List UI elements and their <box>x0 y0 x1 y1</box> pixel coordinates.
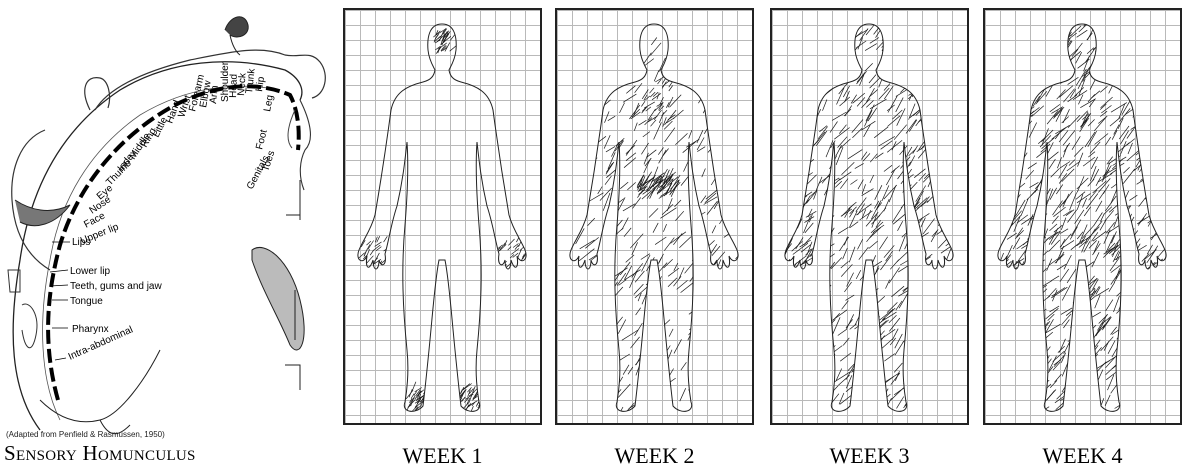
homunculus-drawing: GenitalsToesFootLegHipTrunkNeckHeadShoul… <box>0 0 340 440</box>
label-shoulder: Shoulder <box>220 61 231 102</box>
label-teeth-gums-jaw: Teeth, gums and jaw <box>70 281 162 292</box>
week-3-panel <box>770 8 969 425</box>
week-4-label: WEEK 4 <box>983 443 1182 469</box>
week-4-panel <box>983 8 1182 425</box>
body-outline <box>557 10 752 423</box>
label-lower-lip: Lower lip <box>70 266 110 277</box>
sensation-hatching <box>996 10 1180 419</box>
body-outline <box>345 10 540 423</box>
label-pharynx: Pharynx <box>72 324 109 335</box>
body-outline <box>772 10 967 423</box>
sensation-hatching <box>358 28 531 414</box>
week-2-label: WEEK 2 <box>555 443 754 469</box>
label-tongue: Tongue <box>70 296 103 307</box>
label-toes: Toes <box>260 149 277 172</box>
figure-title: Sensory Homunculus <box>4 441 196 466</box>
label-lips: Lips <box>72 237 90 248</box>
body-silhouette <box>998 24 1166 411</box>
figure-credit: (Adapted from Penfield & Rasmussen, 1950… <box>6 430 165 439</box>
label-leg: Leg <box>262 94 276 112</box>
week-1-panel <box>343 8 542 425</box>
body-silhouette <box>358 24 526 411</box>
week-2-panel <box>555 8 754 425</box>
body-silhouette <box>570 24 738 411</box>
week-1-label: WEEK 1 <box>343 443 542 469</box>
body-outline <box>985 10 1180 423</box>
sensation-hatching <box>782 10 967 420</box>
sensation-hatching <box>567 10 752 416</box>
body-silhouette <box>785 24 953 411</box>
homunculus-figure: GenitalsToesFootLegHipTrunkNeckHeadShoul… <box>0 0 340 467</box>
label-foot: Foot <box>254 128 270 150</box>
week-3-label: WEEK 3 <box>770 443 969 469</box>
